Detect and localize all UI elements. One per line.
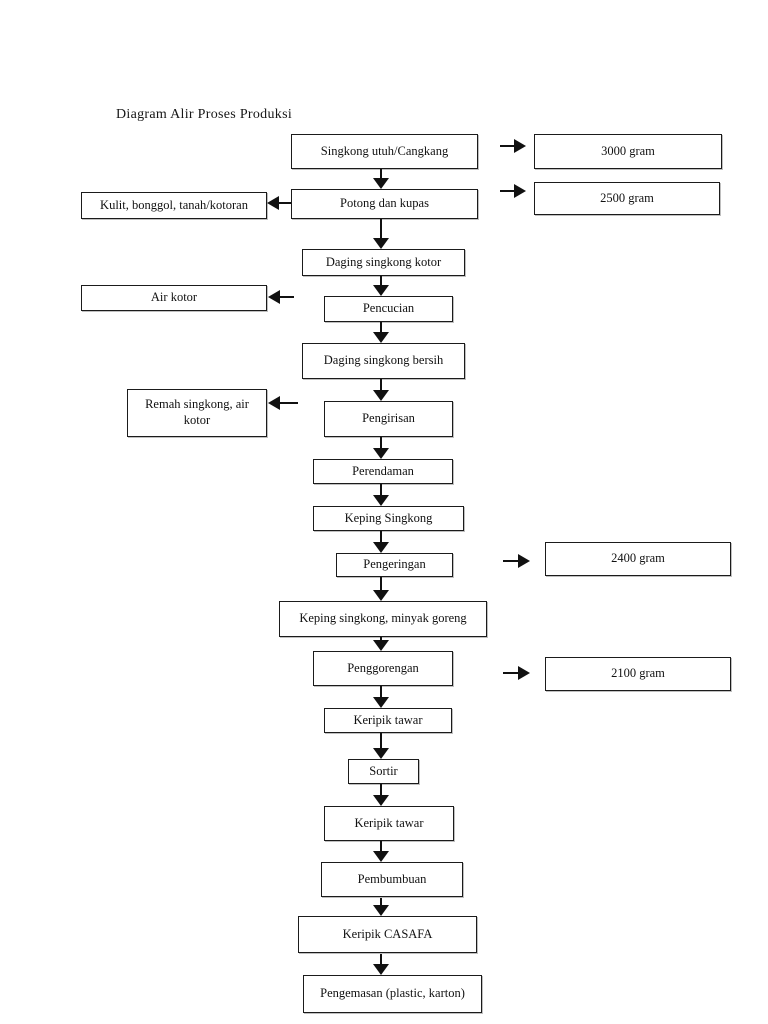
flow-step-pengirisan: Pengirisan [324,401,453,437]
flow-arrow-down-8 [373,531,389,553]
output-arrow-left-air-kotor [268,290,294,304]
weight-box-2100-gram: 2100 gram [545,657,731,691]
output-box-air-kotor: Air kotor [81,285,267,311]
weight-arrow-right-2100 [503,666,530,680]
flow-step-sortir: Sortir [348,759,419,784]
flow-arrow-down-14 [373,841,389,862]
flow-step-keripik-casafa: Keripik CASAFA [298,916,477,953]
weight-arrow-right-2500 [500,184,526,198]
flow-step-keping-singkong-minyak-goreng: Keping singkong, minyak goreng [279,601,487,637]
flow-arrow-down-9 [373,577,389,601]
flow-step-perendaman: Perendaman [313,459,453,484]
flow-step-daging-singkong-kotor: Daging singkong kotor [302,249,465,276]
flow-step-pengeringan: Pengeringan [336,553,453,577]
flow-step-potong-dan-kupas: Potong dan kupas [291,189,478,219]
weight-box-2500-gram: 2500 gram [534,182,720,215]
output-box-kulit-bonggol-tanah-kotoran: Kulit, bonggol, tanah/kotoran [81,192,267,219]
flow-arrow-down-12 [373,733,389,759]
flow-arrow-down-4 [373,322,389,343]
flow-step-singkong-utuh-cangkang: Singkong utuh/Cangkang [291,134,478,169]
flow-step-penggorengan: Penggorengan [313,651,453,686]
weight-box-2400-gram: 2400 gram [545,542,731,576]
diagram-title: Diagram Alir Proses Produksi [116,107,293,122]
flow-arrow-down-11 [373,686,389,708]
output-arrow-left-kulit [267,196,291,210]
flow-step-daging-singkong-bersih: Daging singkong bersih [302,343,465,379]
flow-step-keripik-tawar-2: Keripik tawar [324,806,454,841]
flow-arrow-down-5 [373,379,389,401]
flow-step-pengemasan: Pengemasan (plastic, karton) [303,975,482,1013]
flow-step-pencucian: Pencucian [324,296,453,322]
weight-arrow-right-3000 [500,139,526,153]
flow-arrow-down-16 [373,954,389,975]
weight-arrow-right-2400 [503,554,530,568]
flow-arrow-down-7 [373,484,389,506]
flow-arrow-down-1 [373,169,389,189]
output-box-remah-singkong-air-kotor: Remah singkong, air kotor [127,389,267,437]
flow-arrow-down-3 [373,276,389,296]
flow-step-pembumbuan: Pembumbuan [321,862,463,897]
flow-step-keping-singkong: Keping Singkong [313,506,464,531]
flow-arrow-down-2 [373,219,389,249]
flow-arrow-down-10 [373,637,389,651]
flow-arrow-down-15 [373,898,389,916]
flow-arrow-down-13 [373,784,389,806]
flow-step-keripik-tawar-1: Keripik tawar [324,708,452,733]
flow-arrow-down-6 [373,437,389,459]
output-arrow-left-remah [268,396,298,410]
weight-box-3000-gram: 3000 gram [534,134,722,169]
